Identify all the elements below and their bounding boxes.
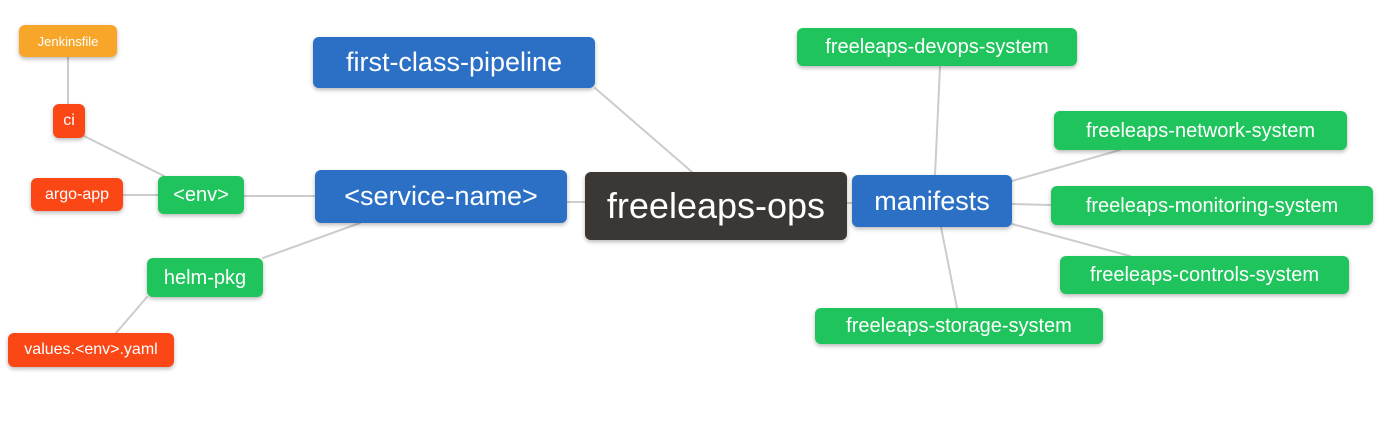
node-label: Jenkinsfile	[37, 33, 99, 49]
node-label: freeleaps-ops	[606, 185, 826, 226]
node-first-class-pipeline[interactable]: first-class-pipeline	[313, 37, 595, 88]
node-label: freeleaps-monitoring-system	[1085, 194, 1339, 217]
node-env[interactable]: <env>	[158, 176, 244, 214]
node-helm-pkg[interactable]: helm-pkg	[147, 258, 263, 297]
node-label: values.<env>.yaml	[24, 341, 158, 358]
node-label: helm-pkg	[163, 266, 247, 289]
node-freeleaps-storage-system[interactable]: freeleaps-storage-system	[815, 308, 1103, 344]
node-freeleaps-controls-system[interactable]: freeleaps-controls-system	[1060, 256, 1349, 294]
node-argo-app[interactable]: argo-app	[31, 178, 123, 211]
node-freeleaps-network-system[interactable]: freeleaps-network-system	[1054, 111, 1347, 150]
node-label: first-class-pipeline	[345, 47, 563, 77]
node-label: argo-app	[44, 185, 110, 203]
node-jenkinsfile[interactable]: Jenkinsfile	[19, 25, 117, 57]
node-label: freeleaps-controls-system	[1090, 264, 1319, 286]
node-label: <env>	[173, 184, 229, 206]
node-label: freeleaps-storage-system	[846, 315, 1072, 337]
node-label: ci	[63, 112, 75, 129]
node-freeleaps-devops-system[interactable]: freeleaps-devops-system	[797, 28, 1077, 66]
node-ci[interactable]: ci	[53, 104, 85, 138]
node-service-name[interactable]: <service-name>	[315, 170, 567, 223]
node-label: <service-name>	[344, 181, 538, 211]
node-freeleaps-monitoring-system[interactable]: freeleaps-monitoring-system	[1051, 186, 1373, 225]
node-label: manifests	[874, 185, 990, 216]
node-label: freeleaps-devops-system	[825, 36, 1049, 58]
node-label: freeleaps-network-system	[1086, 119, 1315, 142]
node-freeleaps-ops[interactable]: freeleaps-ops	[585, 172, 847, 240]
node-manifests[interactable]: manifests	[852, 175, 1012, 227]
node-values-env-yaml[interactable]: values.<env>.yaml	[8, 333, 174, 367]
